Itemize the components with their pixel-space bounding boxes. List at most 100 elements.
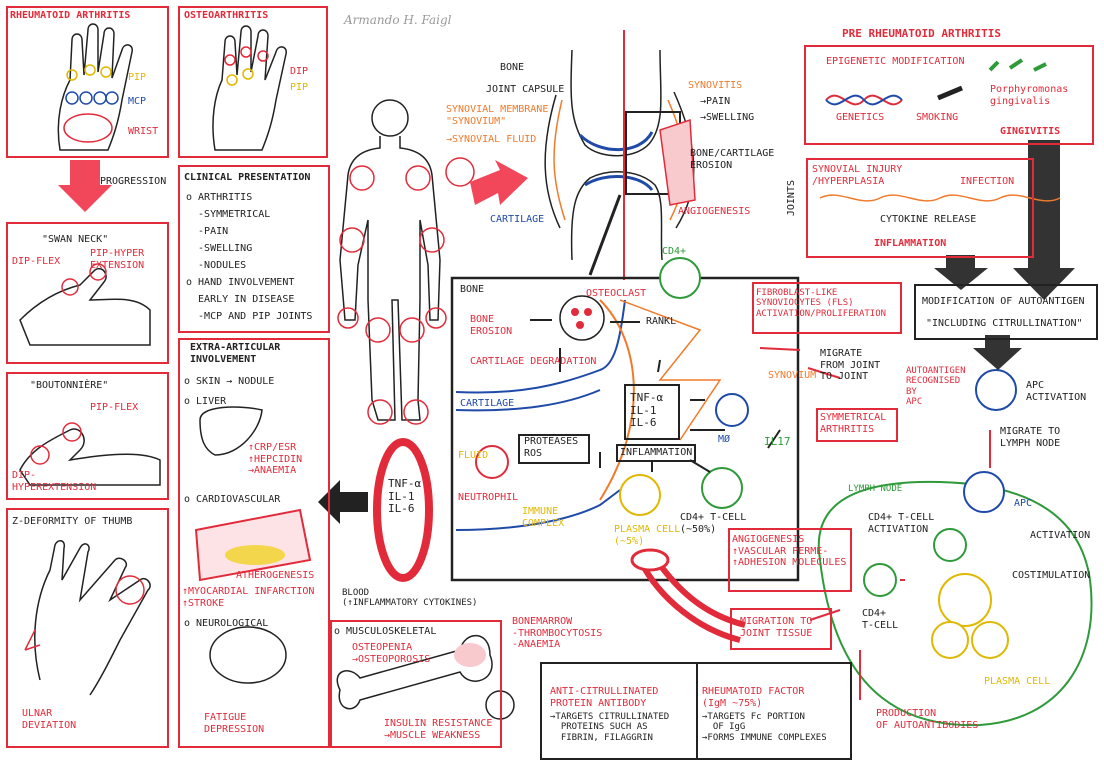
pre-porph: Porphyromonas gingivalis [990, 84, 1069, 107]
z-deformity-title: Z-DEFORMITY OF THUMB [12, 516, 133, 527]
swan-neck-box [6, 222, 169, 364]
ra-mcp-label: MCP [128, 96, 147, 107]
joint-bone-label: BONE [500, 62, 525, 73]
migration-box [730, 608, 832, 650]
center-angio-box-label: ANGIOGENESIS ↑VASCULAR PERME- ↑ADHESION … [732, 534, 847, 568]
blood-label: BLOOD (↑INFLAMMATORY CYTOKINES) [342, 588, 478, 609]
center-plasma-label: PLASMA CELL (~5%) [614, 524, 681, 547]
cd4-top-cell [659, 257, 701, 299]
joint-membrane-label: SYNOVIAL MEMBRANE "SYNOVIUM" [446, 104, 549, 127]
pre-genetics: GENETICS [836, 112, 885, 123]
boutonniere-drawing [19, 428, 161, 486]
oa-title: OSTEOARTHRITIS [184, 10, 269, 21]
pre-modification: MODIFICATION OF AUTOANTIGEN [922, 296, 1085, 307]
pre-activation: ACTIVATION [1030, 530, 1091, 541]
dark-arrow-2 [934, 255, 988, 290]
extra-box [178, 338, 330, 748]
extra-cardio-text2: ↑MYOCARDIAL INFARCTION ↑STROKE [182, 586, 315, 609]
center-cd4-top-label: CD4+ [662, 246, 687, 257]
center-fluid-label: FLUID [458, 450, 489, 461]
pre-injury: SYNOVIAL INJURY /HYPERPLASIA [812, 164, 903, 187]
center-synovium-label: SYNOVIUM [768, 370, 817, 381]
msk-title: o MUSCULOSKELETAL [334, 626, 437, 637]
msk-marrow: BONEMARROW -THROMBOCYTOSIS -ANAEMIA [512, 616, 603, 650]
pre-epigenetic: EPIGENETIC MODIFICATION [826, 56, 965, 67]
cd4-act-cell [933, 528, 967, 562]
center-cart-deg-label: CARTILAGE DEGRADATION [470, 356, 597, 367]
pre-production: PRODUCTION OF AUTOANTIBODIES [876, 708, 979, 731]
extra-liver-text: ↑CRP/ESR ↑HEPCIDIN →ANAEMIA [248, 442, 303, 476]
joints-box [806, 158, 1034, 258]
bout-pip-label: PIP-FLEX [90, 402, 139, 413]
joint-synovitis-label: SYNOVITIS [688, 80, 743, 91]
cytokine-box-center [624, 384, 680, 440]
antibody-divider [696, 664, 698, 758]
pre-gingivitis: GINGIVITIS [1000, 126, 1061, 137]
joint-pain-label: →PAIN [700, 96, 731, 107]
osteoclast-cell [559, 295, 605, 341]
blood-cytokines: TNF-α IL-1 IL-6 [388, 477, 422, 516]
pre-joints: JOINTS [786, 180, 797, 217]
oa-dip-label: DIP [290, 66, 309, 77]
angio-box [728, 528, 852, 592]
clinical-line-4: -NODULES [186, 260, 247, 271]
dark-arrow-1 [1013, 140, 1075, 300]
center-mo-label: MØ [718, 434, 731, 445]
joint-erosion-label: BONE/CARTILAGE EROSION [690, 148, 775, 171]
apc-top [975, 369, 1017, 411]
center-cartilage-label: CARTILAGE [460, 398, 515, 409]
center-il17-label: IL17 [764, 435, 791, 448]
clinical-line-6: EARLY IN DISEASE [186, 294, 295, 305]
clinical-line-0: o ARTHRITIS [186, 192, 253, 203]
joint-capsule-label: JOINT CAPSULE [486, 84, 565, 95]
center-migration-label: MIGRATION TO JOINT TISSUE [740, 616, 813, 639]
ulnar-label: ULNAR DEVIATION [22, 708, 77, 731]
swan-pip-label: PIP-HYPER EXTENSION [90, 248, 145, 271]
extra-neuro: o NEUROLOGICAL [184, 618, 269, 629]
center-bone-erosion-label: BONE EROSION [470, 314, 513, 337]
clinical-line-2: -PAIN [186, 226, 229, 237]
pre-infection: INFECTION [960, 176, 1015, 187]
ra-wrist-label: WRIST [128, 126, 159, 137]
center-symmetrical-label: SYMMETRICAL ARTHRITIS [820, 412, 887, 435]
lymph-node-outline [817, 480, 1093, 727]
to-joint-arrow [470, 160, 528, 205]
proteases-box [518, 434, 590, 464]
msk-box [330, 620, 502, 748]
neutrophil-cell [475, 445, 509, 479]
msk-osteo: OSTEOPENIA →OSTEOPOROSIS [352, 642, 431, 665]
center-inflammation-label: INFLAMMATION [620, 447, 693, 458]
extra-liver: o LIVER [184, 396, 227, 407]
msk-insulin: INSULIN RESISTANCE →MUSCLE WEAKNESS [384, 718, 493, 741]
boutonniere-title: "BOUTONNIÈRE" [30, 380, 109, 391]
z-deformity-drawing [34, 540, 151, 696]
clinical-line-7: -MCP AND PIP JOINTS [186, 311, 313, 322]
antibody-box [540, 662, 852, 760]
center-cytokines-label: TNF-α IL-1 IL-6 [630, 391, 664, 430]
center-neutrophil-label: NEUTROPHIL [458, 492, 519, 503]
pre-smoking: SMOKING [916, 112, 959, 123]
blood-vessel [373, 438, 433, 582]
z-deformity-box [6, 508, 169, 748]
center-box-frame [450, 276, 800, 582]
cd4-cell-lymph [863, 563, 897, 597]
pre-title: PRE RHEUMATOID ARTHRITIS [842, 27, 1001, 40]
pre-cd4-act: CD4+ T-CELL ACTIVATION [868, 512, 935, 535]
symmetrical-box [816, 408, 898, 442]
macrophage-cell [715, 393, 749, 427]
bone-drawing [336, 634, 493, 710]
inflammation-box-center [616, 444, 696, 462]
pre-apc-act: APC ACTIVATION [1026, 380, 1087, 403]
dark-arrow-3 [973, 335, 1022, 370]
extra-cardio-text: ATHEROGENESIS [236, 570, 315, 581]
swan-dip-label: DIP-FLEX [12, 256, 61, 267]
center-rankl-label: RANKL [646, 316, 677, 327]
rf-title: RHEUMATOID FACTOR (IgM ~75%) [702, 686, 805, 709]
joint-swelling-label: →SWELLING [700, 112, 755, 123]
clinical-line-1: -SYMMETRICAL [186, 209, 271, 220]
center-cd4t-label: CD4+ T-CELL (~50%) [680, 512, 747, 535]
center-immune-complex-label: IMMUNE COMPLEX [522, 506, 565, 529]
oa-pip-label: PIP [290, 82, 309, 93]
clinical-title: CLINICAL PRESENTATION [184, 172, 311, 183]
